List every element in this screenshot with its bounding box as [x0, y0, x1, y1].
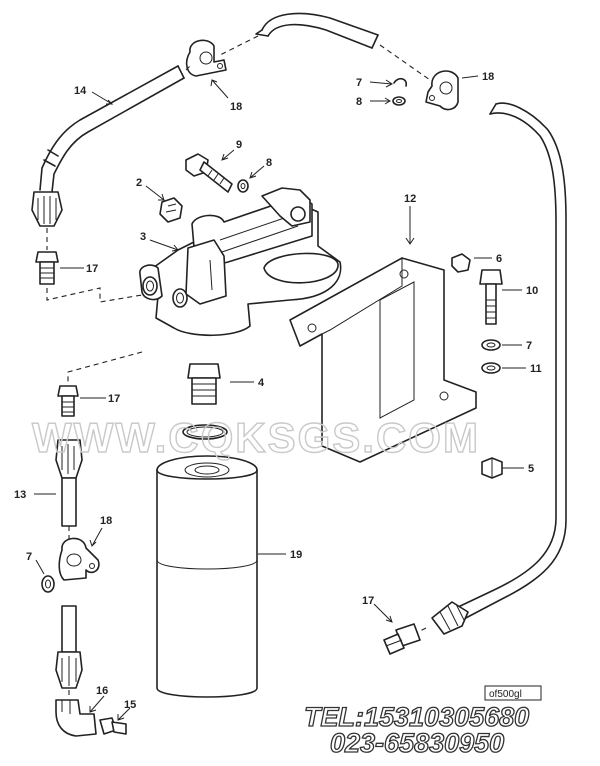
o-ring [182, 424, 228, 440]
long-hose [431, 102, 567, 635]
callout-2: 2 [136, 177, 142, 189]
filter-19 [156, 455, 258, 698]
figure-reference-text: of500gl [489, 689, 522, 700]
callout-18-right: 18 [482, 71, 494, 83]
callout-labels: 14 18 18 7 8 9 8 2 3 12 17 6 10 4 17 7 1… [14, 71, 542, 711]
callout-12: 12 [404, 193, 416, 205]
adapter-4 [187, 363, 221, 405]
callout-17-middle: 17 [108, 393, 120, 405]
callout-5: 5 [528, 463, 534, 475]
connector-15 [99, 717, 127, 735]
callout-16: 16 [96, 685, 108, 697]
fitting-17-middle [57, 351, 143, 417]
watermark: WWW.CQKSGS.COM [32, 414, 480, 461]
callout-3: 3 [140, 231, 146, 243]
callout-13: 13 [14, 489, 26, 501]
callout-17-upper: 17 [86, 263, 98, 275]
callout-14: 14 [74, 85, 87, 97]
nut-5 [481, 457, 503, 479]
washer-8-mid [237, 179, 249, 193]
fitting-17-upper [35, 228, 143, 303]
callout-9: 9 [236, 139, 242, 151]
hose-13 [55, 439, 83, 540]
washer-11 [481, 362, 501, 374]
callout-4: 4 [258, 377, 265, 389]
bracket-12 [289, 257, 477, 463]
callout-7-top: 7 [356, 77, 362, 89]
callout-7-lower: 7 [26, 551, 32, 563]
callout-7-right: 7 [526, 340, 532, 352]
figure-reference: of500gl [484, 685, 542, 701]
contact-phone: 023-65830950 [330, 728, 504, 758]
callout-15: 15 [124, 699, 136, 711]
nut-6 [451, 253, 471, 273]
callout-17-lower: 17 [362, 595, 374, 607]
clamp-lower [41, 537, 100, 593]
upper-hose [219, 12, 431, 81]
clamp-top [185, 39, 227, 77]
callout-8-mid: 8 [266, 157, 272, 169]
bolt-10 [479, 269, 503, 325]
hose-left [31, 65, 191, 227]
callout-11: 11 [530, 363, 542, 375]
callout-18-lower: 18 [100, 515, 112, 527]
callout-6: 6 [496, 253, 502, 265]
callout-8-top: 8 [356, 96, 362, 108]
leader-lines [34, 75, 526, 721]
washer-7-right [481, 339, 501, 351]
callout-10: 10 [526, 285, 538, 297]
plug-2 [159, 197, 183, 223]
bolt-9 [185, 153, 233, 193]
lower-hose [55, 605, 83, 698]
clamp-right [392, 70, 459, 111]
callout-19: 19 [290, 549, 302, 561]
elbow-16 [55, 699, 97, 737]
callout-18-top: 18 [230, 101, 242, 113]
contact-tel: TEL:15310305680 [304, 702, 529, 732]
fitting-17-lower [383, 623, 427, 655]
filter-head [139, 187, 342, 337]
